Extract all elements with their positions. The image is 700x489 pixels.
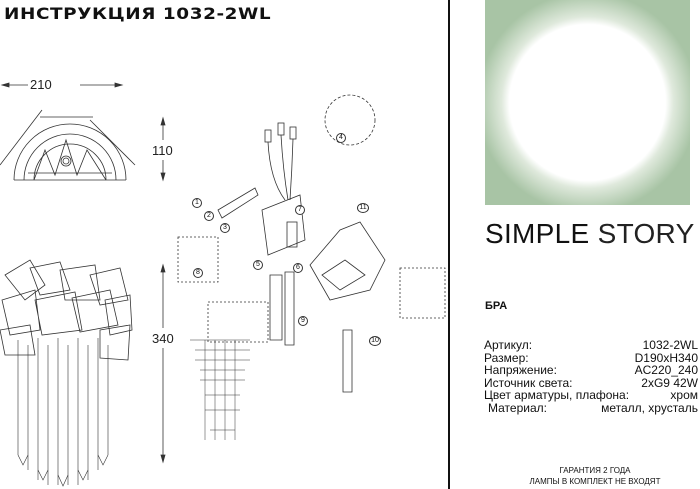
step-8-label: 8 — [193, 268, 203, 278]
brand-name-light: STORY — [597, 218, 695, 249]
step-6-label: 6 — [293, 263, 303, 273]
spec-table: Артикул: 1032-2WL Размер: D190xH340 Напряж… — [484, 339, 698, 415]
step-11-label: 11 — [357, 203, 369, 213]
spec-row: Размер: D190xH340 — [484, 350, 698, 365]
spec-row: Материал: металл, хрусталь — [484, 402, 698, 415]
width-dimension: 210 — [30, 77, 52, 92]
dimension-lines — [0, 82, 166, 464]
warranty-text: ГАРАНТИЯ 2 ГОДА — [559, 466, 631, 475]
step-9-label: 9 — [298, 316, 308, 326]
brand-name: SIMPLE STORY — [485, 218, 695, 250]
spec-label: Цвет арматуры, плафона: — [484, 388, 630, 403]
brand-name-bold: SIMPLE — [485, 218, 590, 249]
spec-value: хром — [670, 388, 698, 403]
spec-value: 2xG9 42W — [641, 375, 698, 390]
step-4-label: 4 — [336, 133, 346, 143]
step-2-label: 2 — [204, 211, 214, 221]
depth-dimension: 110 — [152, 143, 173, 158]
spec-label: Напряжение: — [484, 363, 557, 378]
spec-value: металл, хрусталь — [601, 400, 698, 415]
height-dimension: 340 — [152, 331, 174, 346]
divider-line — [448, 0, 450, 489]
step-7-label: 7 — [295, 205, 305, 215]
step-10-label: 10 — [369, 336, 381, 346]
exploded-view-drawing — [177, 94, 446, 440]
product-type: БРА — [485, 300, 508, 312]
footer-note: ГАРАНТИЯ 2 ГОДА ЛАМПЫ В КОМПЛЕКТ НЕ ВХОД… — [480, 465, 700, 487]
spec-value: 1032-2WL — [642, 338, 698, 352]
spec-label: Артикул: — [484, 338, 533, 352]
spec-row: Источник света: 2xG9 42W — [484, 377, 698, 390]
spec-label: Источник света: — [484, 375, 573, 390]
top-view-drawing — [0, 109, 136, 181]
front-view-drawing — [0, 259, 133, 487]
spec-label: Размер: — [484, 350, 529, 365]
lamps-note: ЛАМПЫ В КОМПЛЕКТ НЕ ВХОДЯТ — [529, 477, 661, 486]
spec-value: D190xH340 — [634, 350, 698, 365]
step-5-label: 5 — [253, 260, 263, 270]
brand-logo-image — [485, 0, 690, 205]
assembly-drawing — [0, 82, 446, 487]
spec-row: Цвет арматуры, плафона: хром — [484, 389, 698, 402]
spec-row: Артикул: 1032-2WL — [484, 339, 698, 352]
spec-label: Материал: — [488, 400, 547, 415]
document-title: ИНСТРУКЦИЯ 1032-2WL — [4, 4, 272, 23]
spec-row: Напряжение: AC220_240 — [484, 364, 698, 377]
step-3-label: 3 — [220, 223, 230, 233]
step-1-label: 1 — [192, 198, 202, 208]
spec-value: AC220_240 — [634, 363, 698, 378]
